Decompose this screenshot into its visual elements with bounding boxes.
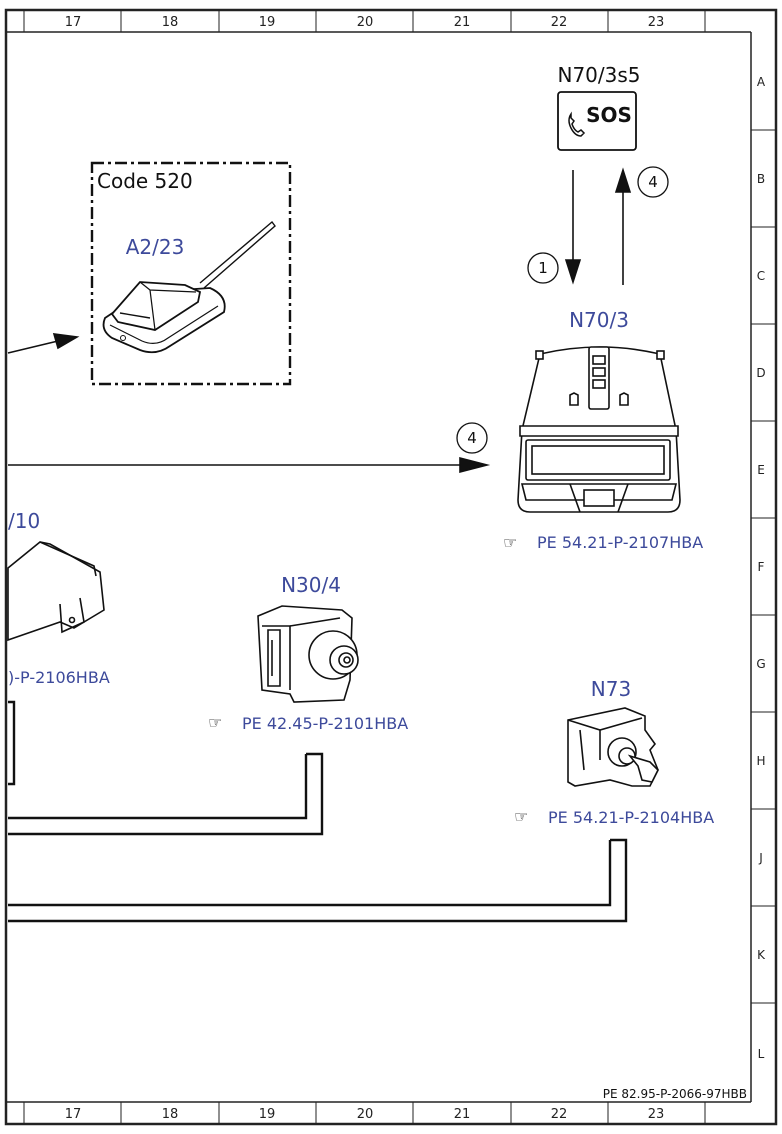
pointing-hand-icon: ☞	[514, 807, 528, 826]
col-label-top: 19	[259, 15, 276, 30]
top-column-ruler: 17 18 19 20 21 22 23	[23, 10, 665, 32]
col-label-top: 20	[357, 15, 374, 30]
col-label-bottom: 17	[65, 1107, 82, 1122]
bottom-column-ruler: 17 18 19 20 21 22 23	[23, 1102, 706, 1124]
arrow-into-n70-3	[8, 456, 491, 474]
partial-10-ref: )-P-2106HBA	[8, 668, 110, 687]
signal-arrows-vertical	[564, 167, 632, 285]
n70-3-label: N70/3	[569, 308, 629, 332]
row-label: C	[757, 269, 765, 283]
col-label-bottom: 23	[648, 1107, 665, 1122]
col-label-bottom: 18	[162, 1107, 179, 1122]
col-label-top: 17	[65, 15, 82, 30]
col-label-top: 18	[162, 15, 179, 30]
arrow-marker-1-label: 1	[538, 259, 548, 277]
arrow-marker-4-vertical: 4	[637, 166, 669, 198]
a2-23-label: A2/23	[126, 235, 185, 259]
n30-4-ref: PE 42.45-P-2101HBA	[242, 714, 408, 733]
n73-ignition-switch: N73 ☞ PE 54.21-P-2104HBA	[514, 677, 714, 827]
n30-4-esp-unit: N30/4 ☞ PE 42.45-P-2101HBA	[208, 573, 408, 733]
phone-icon	[568, 111, 586, 137]
arrow-into-code-box	[7, 333, 80, 354]
row-label: H	[756, 754, 765, 768]
col-label-bottom: 20	[357, 1107, 374, 1122]
code-520-box: Code 520	[90, 161, 292, 386]
row-label: J	[758, 851, 763, 865]
n73-label: N73	[591, 677, 631, 701]
partial-10-module: /10 )-P-2106HBA	[7, 509, 110, 687]
row-label: B	[757, 172, 765, 186]
col-label-top: 22	[551, 15, 568, 30]
col-label-bottom: 22	[551, 1107, 568, 1122]
col-label-top: 23	[648, 15, 665, 30]
footer-doc-ref: PE 82.95-P-2066-97HBB	[603, 1087, 747, 1101]
arrow-marker-4-vertical-label: 4	[648, 173, 658, 191]
partial-10-label: /10	[8, 509, 40, 533]
col-label-top: 21	[454, 15, 471, 30]
n70-3-ref: PE 54.21-P-2107HBA	[537, 533, 703, 552]
pointing-hand-icon: ☞	[503, 533, 517, 552]
col-label-bottom: 19	[259, 1107, 276, 1122]
n70-3-overhead-panel: N70/3 ☞ PE 54.21-P-2107HBA	[503, 308, 703, 552]
row-label: E	[757, 463, 765, 477]
row-label: A	[757, 75, 766, 89]
row-label: F	[758, 560, 765, 574]
right-row-ruler: A B C D E F G H J K L	[751, 75, 776, 1061]
sos-button-label: N70/3s5	[557, 63, 640, 87]
n73-ref: PE 54.21-P-2104HBA	[548, 808, 714, 827]
row-label: L	[758, 1047, 765, 1061]
code-520-label: Code 520	[97, 169, 193, 193]
frame	[4, 8, 778, 1126]
sos-button-component: N70/3s5 SOS	[557, 63, 641, 151]
arrow-marker-1: 1	[527, 252, 559, 284]
arrow-marker-4-horizontal: 4	[456, 422, 488, 454]
bus-lines	[8, 700, 628, 923]
pointing-hand-icon: ☞	[208, 713, 222, 732]
row-label: G	[756, 657, 765, 671]
a2-23-antenna-module: A2/23	[102, 220, 276, 354]
row-label: D	[756, 366, 765, 380]
n30-4-label: N30/4	[281, 573, 341, 597]
arrow-marker-4-horizontal-label: 4	[467, 429, 477, 447]
row-label: K	[757, 948, 766, 962]
col-label-bottom: 21	[454, 1107, 471, 1122]
sos-text: SOS	[586, 103, 632, 127]
